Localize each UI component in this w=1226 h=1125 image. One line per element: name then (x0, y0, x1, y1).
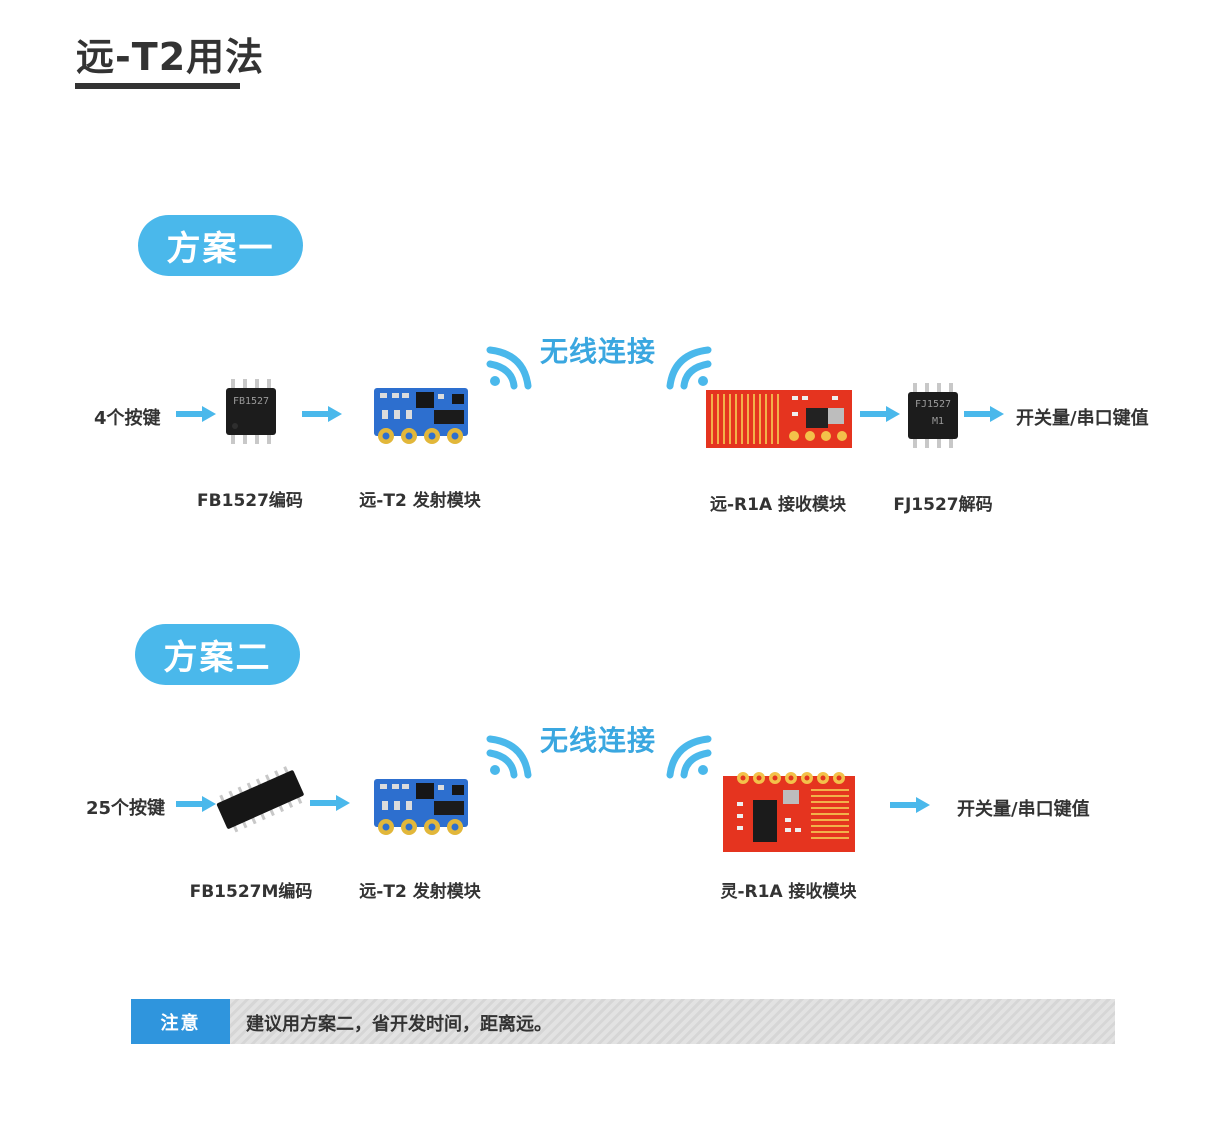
caption-fj1527: FJ1527解码 (893, 495, 993, 515)
encoder-chip-icon (226, 379, 276, 444)
wifi-signal-right-icon (666, 735, 712, 779)
receiver-module-icon (723, 772, 855, 852)
receiver-module-icon (706, 390, 852, 448)
decoder-chip-marking-2: M1 (932, 416, 945, 427)
scheme2-output-label: 开关量/串口键值 (957, 799, 1090, 820)
scheme1-output-label: 开关量/串口键值 (1016, 408, 1149, 429)
note-text: 建议用方案二，省开发时间，距离远。 (246, 1014, 552, 1035)
arrow-icon (964, 406, 1004, 422)
transmitter-module-icon (374, 779, 468, 835)
scheme2-wireless-label: 无线连接 (540, 724, 657, 757)
decoder-chip-icon (908, 383, 958, 448)
decoder-chip-marking: FJ1527 (914, 399, 952, 410)
note-tag: 注意 (131, 999, 230, 1044)
caption-fb1527m: FB1527M编码 (189, 882, 313, 902)
encoder-chip-marking: FB1527 (232, 396, 270, 407)
note-bar (131, 999, 1115, 1044)
arrow-icon (890, 797, 930, 813)
scheme1-input-label: 4个按键 (94, 408, 161, 429)
caption-t2-transmitter: 远-T2 发射模块 (359, 491, 481, 511)
caption-r1a-receiver: 远-R1A 接收模块 (709, 495, 847, 515)
scheme1-wireless-label: 无线连接 (540, 335, 657, 368)
page-title: 远-T2用法 (76, 35, 265, 79)
arrow-icon (302, 406, 342, 422)
title-underline (75, 83, 240, 89)
arrow-icon (176, 406, 216, 422)
arrow-icon (310, 795, 350, 811)
wifi-signal-left-icon (486, 346, 532, 390)
wifi-signal-left-icon (486, 735, 532, 779)
encoder-m-chip-icon (216, 766, 304, 833)
scheme2-input-label: 25个按键 (86, 798, 166, 819)
arrow-icon (176, 796, 216, 812)
caption-t2-transmitter: 远-T2 发射模块 (359, 882, 481, 902)
scheme2-badge: 方案二 (135, 624, 300, 685)
transmitter-module-icon (374, 388, 468, 444)
arrow-icon (860, 406, 900, 422)
caption-fb1527: FB1527编码 (197, 491, 303, 511)
scheme1-badge: 方案一 (138, 215, 303, 276)
caption-ling-r1a-receiver: 灵-R1A 接收模块 (720, 882, 857, 902)
wifi-signal-right-icon (666, 346, 712, 390)
